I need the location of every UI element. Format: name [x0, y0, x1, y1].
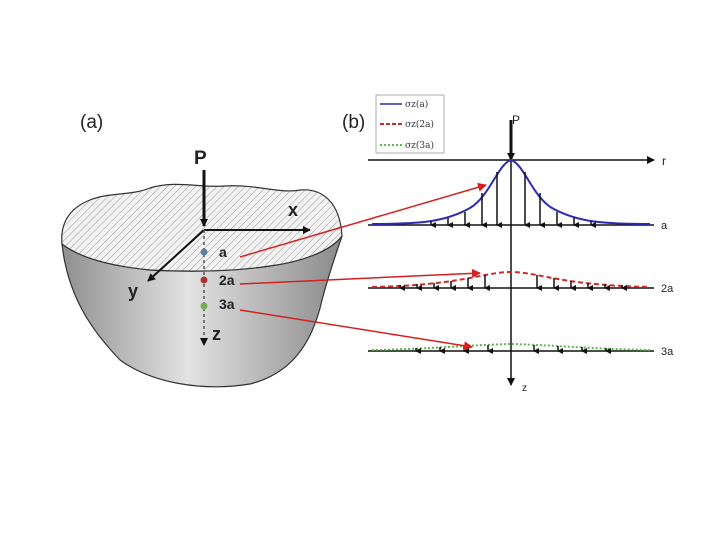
legend-label-2a: σz(2a): [405, 119, 434, 130]
depth-label-3a: 3a: [661, 346, 674, 358]
stress-curve-a: [371, 158, 651, 225]
hatched-surface: [61, 183, 343, 272]
connector-3a: [239, 309, 473, 351]
stress-arrows-a: [430, 172, 596, 228]
stress-arrows-2a: [399, 275, 627, 291]
point-3a-label: 3a: [219, 296, 235, 312]
point-3a-marker: [200, 302, 208, 310]
depth-label-a: a: [661, 220, 668, 232]
load-label-a: P: [194, 148, 207, 169]
point-2a-label: 2a: [219, 272, 235, 288]
load-label-b: P: [512, 113, 520, 127]
x-axis-label: x: [288, 200, 298, 220]
panel-b-label: (b): [342, 112, 365, 133]
panel-a-label: (a): [80, 112, 103, 133]
point-2a-marker: [200, 276, 208, 284]
depth-label-2a: 2a: [661, 283, 674, 295]
legend: σz(a) σz(2a) σz(3a): [375, 94, 445, 154]
z-axis-label-b: z: [522, 383, 527, 394]
stress-curve-2a: [371, 270, 651, 288]
point-a-label: a: [219, 244, 227, 260]
point-a-marker: [200, 248, 208, 256]
connector-2a: [239, 268, 481, 285]
connector-a: [239, 182, 487, 258]
y-axis-label: y: [128, 281, 138, 301]
panel-a: (a) x y z P a 2a 3a: [61, 112, 343, 388]
connectors: [239, 182, 487, 351]
r-axis-label: r: [662, 154, 666, 168]
legend-label-3a: σz(3a): [405, 140, 434, 151]
z-axis-label: z: [212, 324, 221, 344]
y-axis-line: [147, 229, 205, 282]
legend-label-a: σz(a): [405, 99, 428, 110]
panel-b: (b) σz(a) σz(2a) σz(3a) r z P a 2a 3a: [342, 94, 674, 394]
